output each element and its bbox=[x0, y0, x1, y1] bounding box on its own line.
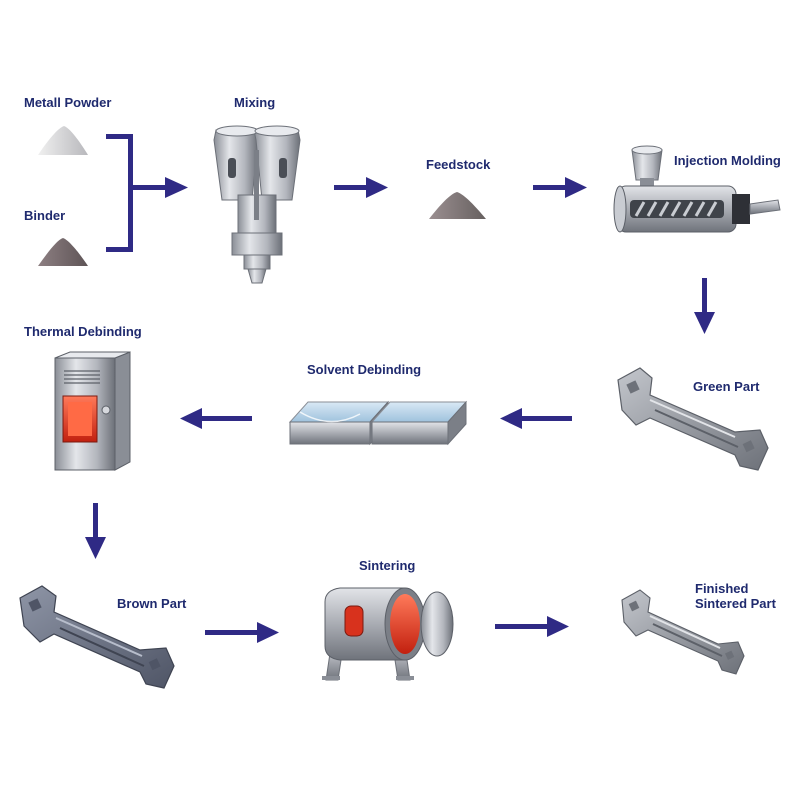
arrow-thermal-to-brown bbox=[85, 503, 106, 559]
brown-part-label: Brown Part bbox=[117, 596, 187, 611]
arrow-mixing-to-feedstock bbox=[334, 177, 388, 198]
sintering-oven-icon bbox=[322, 587, 454, 681]
injection-molding-label: Injection Molding bbox=[674, 153, 781, 168]
arrow-feedstock-to-injection bbox=[533, 177, 587, 198]
metal-powder-label: Metall Powder bbox=[24, 95, 112, 110]
arrow-green-to-solvent bbox=[500, 408, 572, 429]
powder-pile-icon bbox=[429, 192, 486, 219]
thermal-debinding-label: Thermal Debinding bbox=[24, 324, 142, 339]
green-part-label: Green Part bbox=[693, 379, 760, 394]
merge-bracket bbox=[106, 134, 188, 252]
arrow-sintering-to-finished bbox=[495, 616, 569, 637]
solvent-debinding-label: Solvent Debinding bbox=[307, 362, 422, 377]
solvent-bath-icon bbox=[288, 400, 468, 446]
metal-part-icon bbox=[19, 585, 175, 689]
sintering-label: Sintering bbox=[359, 558, 416, 573]
powder-pile-icon bbox=[38, 126, 88, 155]
mixer-machine-icon bbox=[213, 125, 301, 284]
metal-part-icon bbox=[621, 589, 745, 675]
binder-label: Binder bbox=[24, 208, 66, 223]
arrow-brown-to-sintering bbox=[205, 622, 279, 643]
mixing-label: Mixing bbox=[234, 95, 276, 110]
flow-arrows bbox=[85, 134, 715, 643]
finished-label-line1: Finished bbox=[695, 581, 749, 596]
thermal-furnace-icon bbox=[54, 351, 131, 471]
feedstock-label: Feedstock bbox=[426, 157, 491, 172]
metal-part-icon bbox=[617, 367, 769, 471]
arrow-solvent-to-thermal bbox=[180, 408, 252, 429]
powder-pile-icon bbox=[38, 238, 88, 266]
finished-sintered-part-label: Finished Sintered Part bbox=[695, 581, 776, 611]
injection-molding-machine-icon bbox=[613, 145, 781, 233]
finished-label-line2: Sintered Part bbox=[695, 596, 776, 611]
arrow-injection-to-green bbox=[694, 278, 715, 334]
